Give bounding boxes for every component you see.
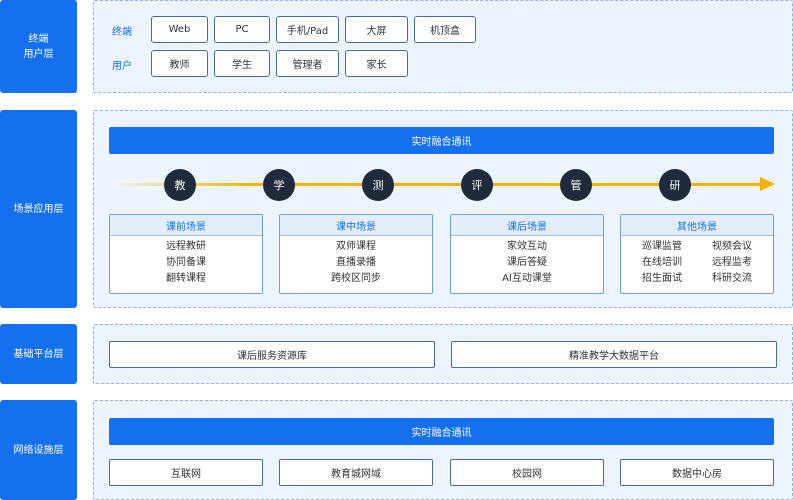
scene-item: 课后答疑 xyxy=(507,257,547,268)
step-circle-manage: 管 xyxy=(560,169,592,201)
terminal-chip-settopbox: 机顶盒 xyxy=(414,16,476,43)
scene-item: 翻转课程 xyxy=(166,273,206,284)
scene-box-in-class: 课中场景 双师课程 直播录播 跨校区同步 xyxy=(279,214,433,294)
scene-box-title: 课中场景 xyxy=(280,215,432,236)
scene-box-before-class: 课前场景 远程教研 协同备课 翻转课程 xyxy=(109,214,263,294)
scene-item: 巡课监管 xyxy=(642,241,682,252)
user-chip-teacher: 教师 xyxy=(151,50,208,77)
scene-item: 双师课程 xyxy=(336,241,376,252)
scene-item: 直播录播 xyxy=(336,257,376,268)
flow-arrow-line xyxy=(110,183,762,186)
base-chip-bigdata-platform: 精准教学大数据平台 xyxy=(451,341,777,368)
scene-item: 科研交流 xyxy=(712,273,752,284)
layer-label-terminal-user: 终端 用户层 xyxy=(0,0,77,93)
flow-arrow-head-icon xyxy=(760,177,775,191)
layer-label-scene-app: 场景应用层 xyxy=(0,110,77,308)
scene-box-title: 课前场景 xyxy=(110,215,262,236)
terminal-chip-bigscreen: 大屏 xyxy=(345,16,408,43)
layer-label-base-platform: 基础平台层 xyxy=(0,324,77,384)
step-circle-learn: 学 xyxy=(263,169,295,201)
base-chip-resource-library: 课后服务资源库 xyxy=(109,341,435,368)
terminal-chip-web: Web xyxy=(151,16,208,43)
scene-item: 跨校区同步 xyxy=(331,273,381,284)
user-chip-parent: 家长 xyxy=(345,50,408,77)
step-circle-research: 研 xyxy=(659,169,691,201)
network-chip-campus: 校园网 xyxy=(450,459,604,486)
scene-comm-bar: 实时融合通讯 xyxy=(109,127,774,154)
layer-label-base-platform-text: 基础平台层 xyxy=(13,348,64,360)
network-chip-datacenter: 数据中心房 xyxy=(620,459,774,486)
scene-item: 远程监考 xyxy=(712,257,752,268)
terminal-chip-pc: PC xyxy=(214,16,270,43)
layer-label-terminal-user-text: 终端 用户层 xyxy=(23,33,54,60)
user-chip-student: 学生 xyxy=(214,50,270,77)
scene-item: 协同备课 xyxy=(166,257,206,268)
user-chip-manager: 管理者 xyxy=(276,50,339,77)
terminal-row-label: 终端 xyxy=(112,27,132,38)
scene-box-after-class: 课后场景 家效互动 课后答疑 AI互动课堂 xyxy=(450,214,604,294)
layer-label-network: 网络设施层 xyxy=(0,400,77,500)
user-row-label: 用户 xyxy=(112,61,132,72)
scene-item: 在线培训 xyxy=(642,257,682,268)
layer-label-scene-app-text: 场景应用层 xyxy=(13,203,64,215)
step-circle-test: 测 xyxy=(362,169,394,201)
step-circle-teach: 教 xyxy=(164,169,196,201)
scene-item: 视频会议 xyxy=(712,241,752,252)
network-comm-bar: 实时融合通讯 xyxy=(109,418,774,445)
scene-item: 招生面试 xyxy=(642,273,682,284)
scene-item: 家效互动 xyxy=(507,241,547,252)
scene-item: 远程教研 xyxy=(166,241,206,252)
layer-label-network-text: 网络设施层 xyxy=(13,444,64,456)
scene-box-other: 其他场景 巡课监管 视频会议 在线培训 远程监考 招生面试 科研交流 xyxy=(620,214,774,294)
scene-item: AI互动课堂 xyxy=(502,273,552,284)
network-chip-internet: 互联网 xyxy=(109,459,263,486)
terminal-user-panel xyxy=(93,0,793,93)
scene-box-title: 课后场景 xyxy=(451,215,603,236)
step-circle-evaluate: 评 xyxy=(461,169,493,201)
terminal-chip-mobile: 手机/Pad xyxy=(276,16,339,43)
scene-box-title: 其他场景 xyxy=(621,215,773,236)
network-chip-edu-network: 教育城网域 xyxy=(279,459,433,486)
